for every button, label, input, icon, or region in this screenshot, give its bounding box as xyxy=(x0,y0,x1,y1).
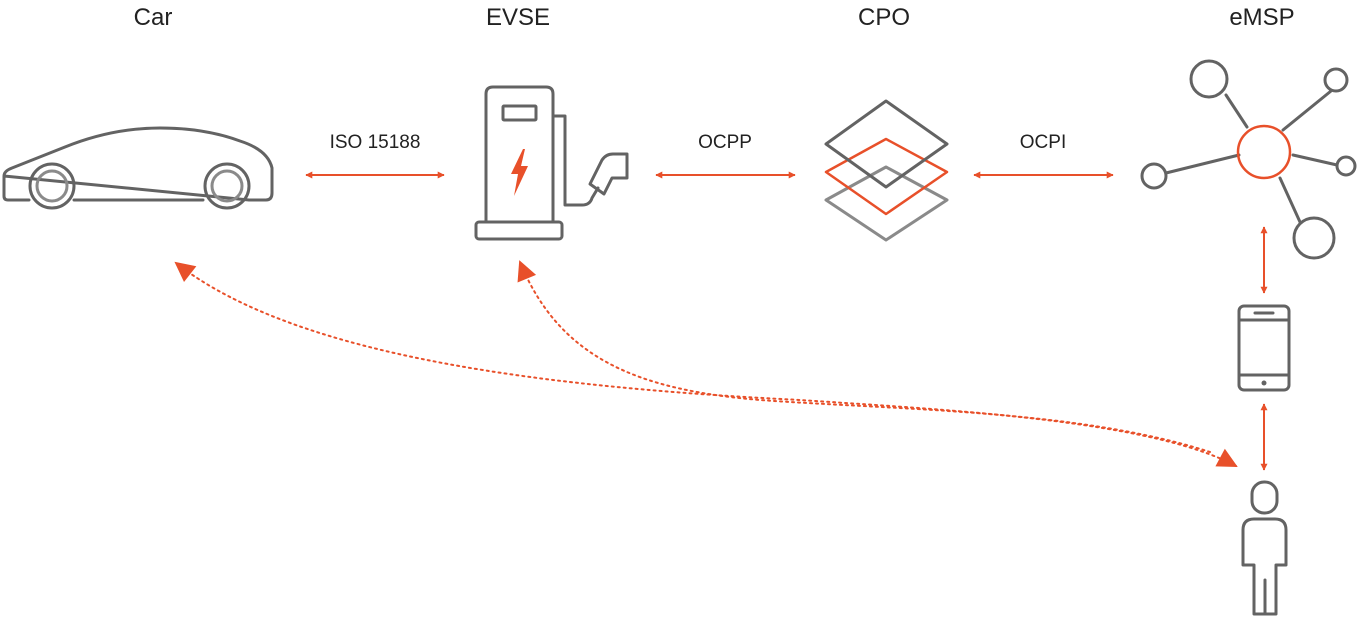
car-title: Car xyxy=(134,4,173,31)
link-label-evse-cpo: OCPP xyxy=(698,132,752,153)
cpo-title: CPO xyxy=(858,4,910,31)
layers-icon xyxy=(824,99,949,242)
link-label-cpo-emsp: OCPI xyxy=(1020,132,1066,153)
smartphone-icon xyxy=(1237,304,1291,392)
emsp-title: eMSP xyxy=(1229,4,1294,31)
dotted-arrow-user-car xyxy=(174,261,1238,467)
person-icon xyxy=(1241,480,1288,616)
charging-station-icon xyxy=(474,85,629,241)
link-label-car-evse: ISO 15188 xyxy=(330,132,421,153)
network-hub-icon xyxy=(1140,59,1357,260)
dotted-arrow-user-evse xyxy=(517,260,1211,453)
evse-title: EVSE xyxy=(486,4,550,31)
car-icon xyxy=(2,126,274,210)
